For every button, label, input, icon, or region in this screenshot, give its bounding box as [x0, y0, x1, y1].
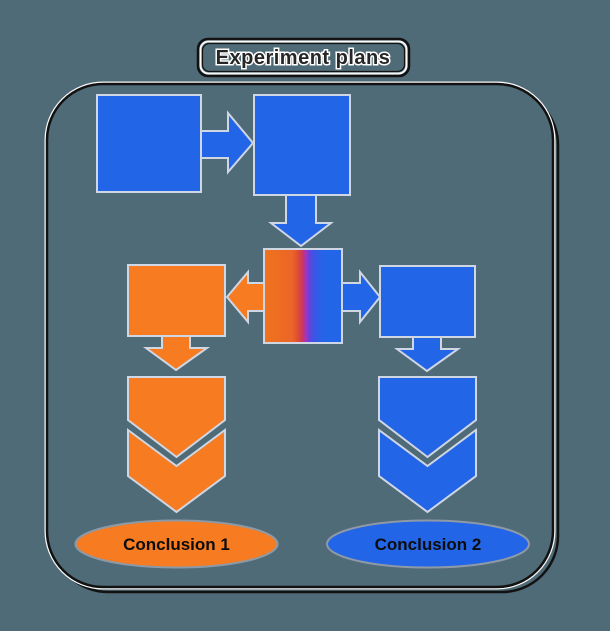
arrow-right-box1-to-box2 [200, 110, 255, 175]
conclusion-2-label: Conclusion 2 [375, 535, 482, 554]
flow-box-top-left [96, 94, 202, 193]
arrow-down-to-split-box [268, 194, 334, 248]
title-box [196, 37, 411, 78]
title-box-inner-black [201, 42, 406, 73]
blue-chevron-step [378, 428, 477, 514]
gradient-split-box [263, 248, 343, 344]
orange-branch-down-arrow [142, 335, 211, 372]
flow-box-top-middle [253, 94, 351, 196]
conclusion-2-ellipse [326, 519, 530, 569]
arrow-left-to-orange-branch [225, 269, 265, 325]
orange-chevron-step [127, 428, 226, 514]
blue-branch-down-arrow [393, 336, 462, 373]
page-title: Experiment plans [216, 47, 391, 69]
orange-pentagon-step [127, 376, 226, 459]
conclusion-1-label: Conclusion 1 [123, 535, 230, 554]
conclusion-1-ellipse [74, 519, 279, 569]
orange-branch-box [127, 264, 226, 337]
title-box-inner-white [199, 40, 408, 75]
blue-branch-box [379, 265, 476, 338]
arrow-right-to-blue-branch [341, 269, 382, 325]
blue-pentagon-step [378, 376, 477, 459]
